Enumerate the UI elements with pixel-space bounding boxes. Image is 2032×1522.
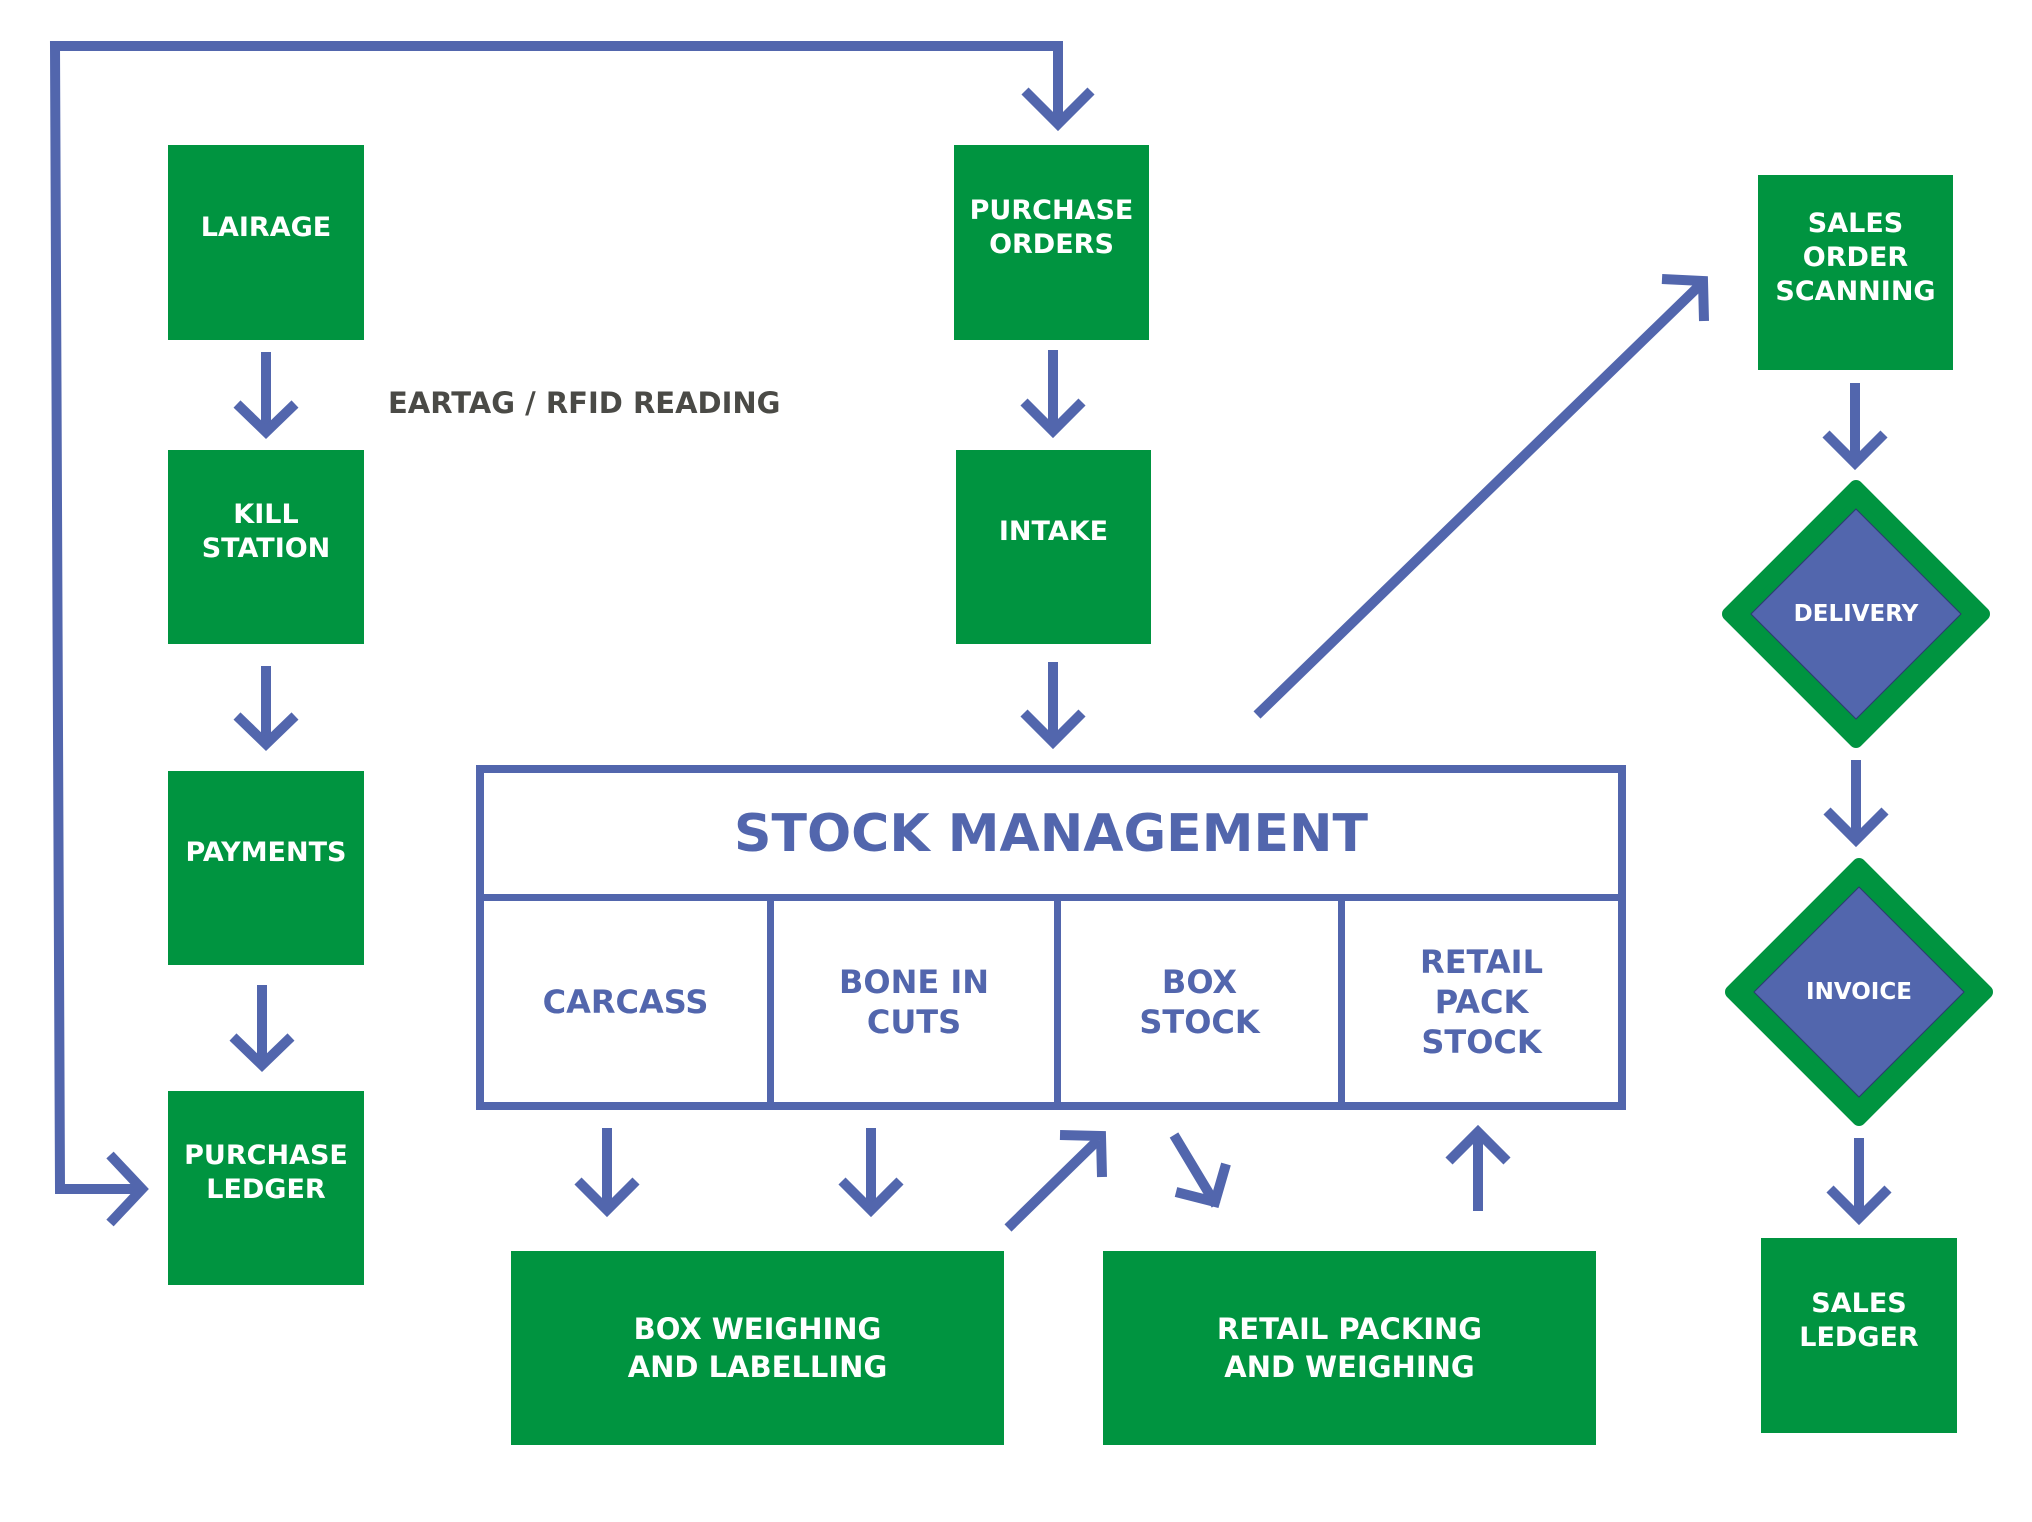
delivery-decision[interactable]: DELIVERY xyxy=(1721,479,1991,749)
intake-node[interactable]: INTAKE xyxy=(956,450,1151,644)
stock-management-title: STOCK MANAGEMENT xyxy=(484,773,1618,901)
payments-node[interactable]: PAYMENTS xyxy=(168,771,364,965)
purchase-orders-node[interactable]: PURCHASE ORDERS xyxy=(954,145,1149,340)
arrow-box-to-boxstock xyxy=(1004,1136,1102,1232)
loop-connector xyxy=(49,41,1063,1194)
arrowhead xyxy=(233,400,299,439)
arrow-stock-sales xyxy=(1253,281,1704,719)
arrowhead xyxy=(1020,709,1086,750)
arrowhead xyxy=(574,1177,640,1218)
arrowhead xyxy=(1826,1185,1892,1226)
arrowhead xyxy=(233,712,299,751)
lairage-node[interactable]: LAIRAGE xyxy=(168,145,364,340)
arrowhead xyxy=(1174,1162,1231,1209)
arrowhead xyxy=(1822,430,1888,471)
arrowhead xyxy=(1445,1124,1511,1165)
arrowhead xyxy=(1823,807,1889,848)
kill-station-node[interactable]: KILL STATION xyxy=(168,450,364,644)
stock-cell-retail-pack-stock[interactable]: RETAIL PACK STOCK xyxy=(1338,901,1618,1102)
arrowhead-loop-down xyxy=(1021,87,1095,132)
invoice-label: INVOICE xyxy=(1806,979,1912,1005)
arrowhead-loop-right xyxy=(106,1151,149,1227)
arrowhead xyxy=(1661,274,1709,322)
stock-cell-box-stock[interactable]: BOX STOCK xyxy=(1054,901,1338,1102)
retail-packing-node[interactable]: RETAIL PACKING AND WEIGHING xyxy=(1103,1251,1596,1445)
diamond-shape xyxy=(1725,858,1993,1126)
diamond-shape xyxy=(1722,480,1990,748)
arrowhead xyxy=(1059,1130,1107,1178)
arrowhead xyxy=(1020,398,1086,439)
arrowhead xyxy=(838,1177,904,1218)
sales-order-scanning-node[interactable]: SALES ORDER SCANNING xyxy=(1758,175,1953,370)
arrowhead xyxy=(229,1033,295,1072)
box-weighing-node[interactable]: BOX WEIGHING AND LABELLING xyxy=(511,1251,1004,1445)
stock-management-panel[interactable]: STOCK MANAGEMENT CARCASS BONE IN CUTS BO… xyxy=(476,765,1626,1110)
eartag-rfid-annotation: EARTAG / RFID READING xyxy=(388,386,781,420)
arrow-boxstock-retail xyxy=(1169,1132,1221,1208)
invoice-decision[interactable]: INVOICE xyxy=(1724,857,1994,1127)
stock-cell-carcass[interactable]: CARCASS xyxy=(542,982,709,1021)
sales-ledger-node[interactable]: SALES LEDGER xyxy=(1761,1238,1957,1433)
purchase-ledger-node[interactable]: PURCHASE LEDGER xyxy=(168,1091,364,1285)
delivery-label: DELIVERY xyxy=(1793,601,1919,627)
stock-cell-bone-in-cuts[interactable]: BONE IN CUTS xyxy=(767,901,1054,1102)
